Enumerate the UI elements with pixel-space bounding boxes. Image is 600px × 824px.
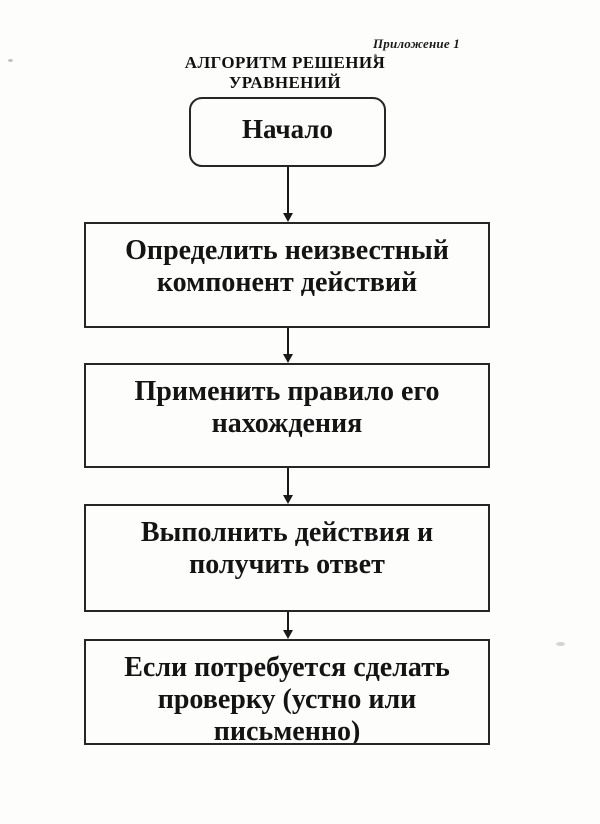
step-text-line: Если потребуется сделать <box>124 652 450 683</box>
connector-line <box>287 167 289 214</box>
scan-speck <box>556 642 565 646</box>
step-text-line: проверку (устно или <box>157 684 417 715</box>
flowchart-start-node: Начало <box>189 97 386 167</box>
flow-connector-3 <box>283 468 293 504</box>
flowchart-step-3: Выполнить действия и получить ответ <box>84 504 490 612</box>
start-node-label: Начало <box>241 114 334 144</box>
step-text-line: Определить неизвестный <box>125 235 449 266</box>
connector-line <box>287 328 289 355</box>
scan-speck <box>8 59 13 62</box>
step-text-line: нахождения <box>211 408 363 439</box>
flowchart-step-2: Применить правило его нахождения <box>84 363 490 468</box>
connector-line <box>287 612 289 631</box>
flowchart-step-1: Определить неизвестный компонент действи… <box>84 222 490 328</box>
step-text-line: Выполнить действия и <box>140 517 434 548</box>
arrow-down-icon <box>283 495 293 504</box>
arrow-down-icon <box>283 213 293 222</box>
flow-connector-1 <box>283 167 293 222</box>
step-text-line: получить ответ <box>189 549 385 580</box>
flowchart-step-4: Если потребуется сделать проверку (устно… <box>84 639 490 745</box>
scan-speck <box>374 54 377 59</box>
flow-connector-4 <box>283 612 293 639</box>
connector-line <box>287 468 289 496</box>
appendix-label: Приложение 1 <box>372 36 460 51</box>
flow-connector-2 <box>283 328 293 363</box>
arrow-down-icon <box>283 630 293 639</box>
page-title-line-2: УРАВНЕНИЙ <box>228 73 342 92</box>
step-text-line: компонент действий <box>156 267 418 298</box>
arrow-down-icon <box>283 354 293 363</box>
page-title: АЛГОРИТМ РЕШЕНИЯ УРАВНЕНИЙ <box>85 53 485 93</box>
step-text-line: Применить правило его <box>134 376 440 407</box>
step-text-line: письменно) <box>213 716 361 745</box>
page-title-line-1: АЛГОРИТМ РЕШЕНИЯ <box>184 53 386 72</box>
